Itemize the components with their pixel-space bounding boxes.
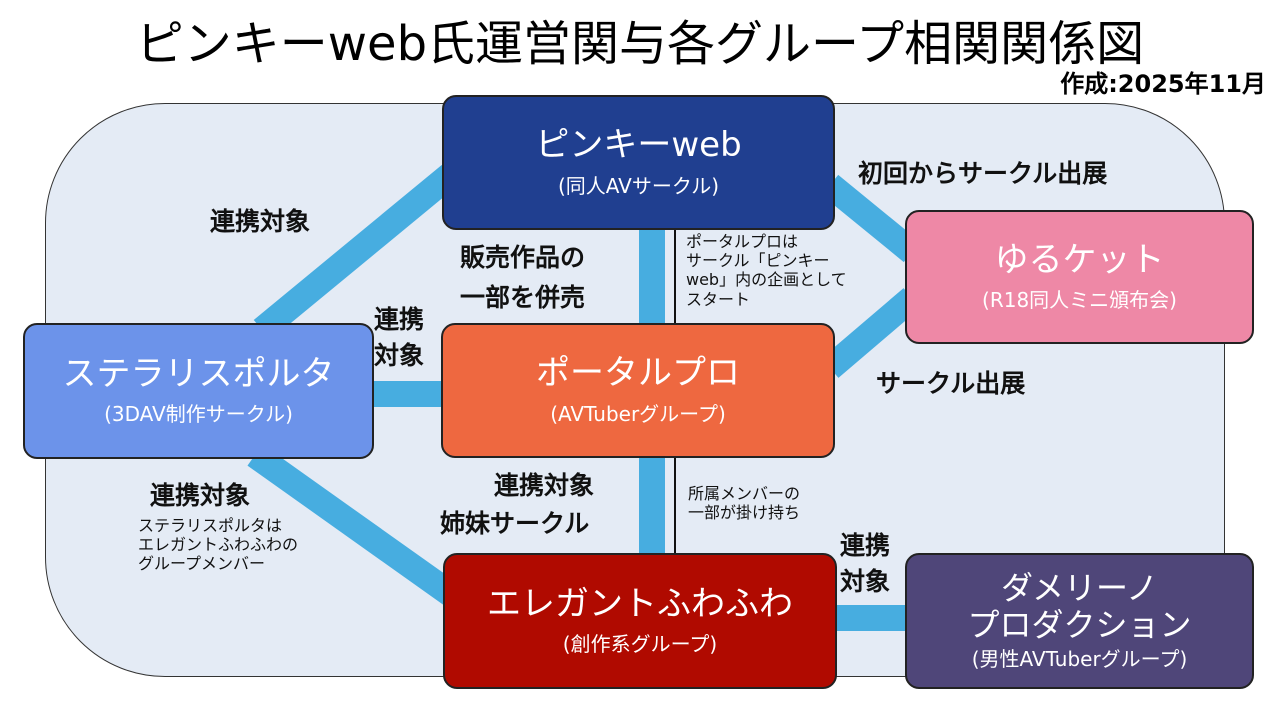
node-pinky-web: ピンキーweb (同人AVサークル) bbox=[442, 95, 835, 230]
node-portal-pro: ポータルプロ (AVTuberグループ) bbox=[441, 323, 835, 458]
node-subtitle: (AVTuberグループ) bbox=[550, 401, 726, 426]
connector-portal-yuru bbox=[821, 288, 921, 378]
node-name: ゆるケット bbox=[994, 239, 1165, 280]
note-line: web」内の企画として bbox=[686, 270, 847, 290]
node-subtitle: (R18同人ミニ頒布会) bbox=[982, 288, 1177, 313]
node-damerino-production: ダメリーノ プロダクション (男性AVTuberグループ) bbox=[905, 553, 1254, 689]
label-pinky-portal-2: 一部を併売 bbox=[460, 283, 586, 312]
note-line: 一部が掛け持ち bbox=[688, 503, 801, 523]
label-stella-portal-2: 対象 bbox=[374, 341, 425, 370]
node-name-line1: ダメリーノ bbox=[1000, 568, 1159, 607]
node-stellarisporta: ステラリスポルタ (3DAV制作サークル) bbox=[23, 323, 374, 459]
label-pinky-yuru: 初回からサークル出展 bbox=[858, 159, 1108, 188]
connector-pinky-stella bbox=[253, 164, 459, 341]
node-subtitle: (男性AVTuberグループ) bbox=[971, 647, 1188, 672]
label-elegant-dameri-2: 対象 bbox=[840, 567, 891, 596]
label-pinky-stella: 連携対象 bbox=[210, 207, 311, 236]
note-line: 所属メンバーの bbox=[688, 484, 801, 503]
label-portal-yuru: サークル出展 bbox=[876, 369, 1026, 398]
note-pinky-portal: ポータルプロは サークル「ピンキー web」内の企画として スタート bbox=[686, 232, 847, 309]
connector-pinky-yuru bbox=[821, 174, 921, 263]
label-pinky-portal-1: 販売作品の bbox=[460, 243, 586, 272]
created-date: 作成:2025年11月 bbox=[1060, 70, 1266, 98]
node-subtitle: (同人AVサークル) bbox=[557, 173, 720, 198]
label-elegant-dameri-1: 連携 bbox=[840, 531, 891, 560]
note-line: エレガントふわふわの bbox=[138, 535, 299, 555]
note-line: ステラリスポルタは bbox=[138, 516, 283, 535]
note-line: グループメンバー bbox=[138, 554, 266, 574]
note-line: ポータルプロは bbox=[686, 232, 799, 251]
node-yuruket: ゆるケット (R18同人ミニ頒布会) bbox=[905, 210, 1254, 344]
node-name: ピンキーweb bbox=[535, 125, 742, 166]
connector-stella-elegant bbox=[247, 444, 460, 606]
note-line: スタート bbox=[686, 289, 751, 309]
label-stella-elegant: 連携対象 bbox=[150, 481, 251, 510]
label-portal-elegant-1: 連携対象 bbox=[494, 471, 595, 500]
node-elegant-fuwafuwa: エレガントふわふわ (創作系グループ) bbox=[443, 553, 837, 689]
label-portal-elegant-2: 姉妹サークル bbox=[440, 509, 590, 538]
node-name: エレガントふわふわ bbox=[487, 583, 793, 624]
diagram-title: ピンキーweb氏運営関与各グループ相関関係図 bbox=[135, 16, 1145, 72]
label-stella-portal-1: 連携 bbox=[374, 305, 425, 334]
node-name-line2: プロダクション bbox=[967, 605, 1192, 644]
node-subtitle: (3DAV制作サークル) bbox=[104, 402, 293, 427]
note-stella-elegant: ステラリスポルタは エレガントふわふわの グループメンバー bbox=[138, 516, 298, 574]
node-name: ステラリスポルタ bbox=[62, 353, 335, 394]
note-line: サークル「ピンキー bbox=[686, 251, 830, 271]
note-portal-elegant: 所属メンバーの 一部が掛け持ち bbox=[688, 484, 800, 522]
node-name: ポータルプロ bbox=[536, 353, 740, 394]
node-subtitle: (創作系グループ) bbox=[562, 632, 718, 657]
